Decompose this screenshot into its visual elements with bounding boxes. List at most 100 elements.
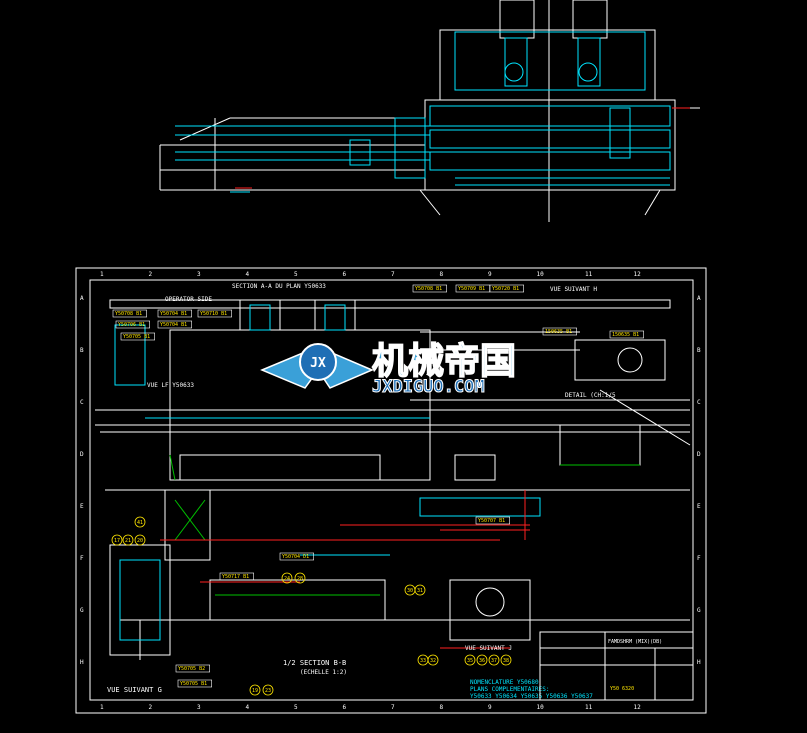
balloon-number: 19 bbox=[252, 688, 258, 694]
sheet-main-assembly bbox=[95, 299, 691, 660]
sheet-row-letter: G bbox=[697, 607, 701, 614]
sheet-row-letter: H bbox=[80, 659, 84, 666]
plans-complementaires-note: PLANS COMPLEMENTAIRES: bbox=[470, 686, 549, 693]
part-tag-box bbox=[489, 284, 525, 293]
balloon-number: 23 bbox=[265, 688, 271, 694]
part-tag: Y50717 B1 bbox=[222, 574, 249, 580]
sheet-col-number: 6 bbox=[343, 704, 347, 711]
vue-suivant-g-label: VUE SUIVANT G bbox=[107, 686, 162, 694]
balloon-number: 38 bbox=[503, 658, 509, 664]
part-tag: Y50708 B1 bbox=[115, 311, 142, 317]
sheet-col-number: 11 bbox=[585, 704, 593, 711]
nomenclature-note: NOMENCLATURE Y50680 bbox=[470, 679, 539, 686]
part-tag: Y50707 B1 bbox=[478, 518, 505, 524]
sheet-row-letter: A bbox=[697, 295, 701, 302]
sheet-col-number: 9 bbox=[488, 704, 492, 711]
sheet-col-number: 5 bbox=[294, 704, 298, 711]
sheet-row-letter: D bbox=[80, 451, 84, 458]
sheet-col-number: 10 bbox=[537, 271, 545, 278]
balloon-number: 37 bbox=[491, 658, 497, 664]
view-labels: SECTION A-A DU PLAN Y50633 OPERATOR SIDE… bbox=[107, 283, 616, 694]
part-tag-box bbox=[115, 320, 151, 329]
part-tag-box bbox=[197, 309, 233, 318]
balloon-number: 41 bbox=[137, 520, 143, 526]
part-tag: Y50710 B1 bbox=[200, 311, 227, 317]
balloon-circle bbox=[476, 654, 488, 666]
sheet-col-number: 1 bbox=[100, 704, 104, 711]
watermark-chinese: 机械帝国 bbox=[372, 341, 516, 382]
balloon-number: 17 bbox=[114, 538, 120, 544]
top-assembly-view bbox=[159, 0, 700, 222]
sheet-col-number: 7 bbox=[391, 704, 395, 711]
part-tag-box bbox=[475, 516, 511, 525]
balloon-circle bbox=[500, 654, 512, 666]
vue-lf-label: VUE LF Y50633 bbox=[147, 382, 194, 389]
part-tag: Y50705 B1 bbox=[123, 334, 150, 340]
part-tag: Y50705 B2 bbox=[178, 666, 205, 672]
section-aa-label: SECTION A-A DU PLAN Y50633 bbox=[232, 283, 326, 290]
balloon-number: 33 bbox=[420, 658, 426, 664]
section-bb-label: 1/2 SECTION B-B bbox=[283, 659, 346, 667]
sheet-col-number: 12 bbox=[634, 271, 642, 278]
sheet-col-number: 4 bbox=[246, 271, 250, 278]
sheet-row-letter: F bbox=[697, 555, 701, 562]
balloon-circle bbox=[111, 534, 123, 546]
part-tag: Y50704 D1 bbox=[282, 554, 309, 560]
sheet-row-letter: F bbox=[80, 555, 84, 562]
section-bb-scale: (ECHELLE 1:2) bbox=[300, 669, 347, 676]
operator-side-label: OPERATOR SIDE bbox=[165, 296, 212, 303]
watermark: JX 机械帝国 JXDIGUO.COM bbox=[260, 340, 517, 398]
sheet-row-letter: E bbox=[697, 503, 701, 510]
balloon-circle bbox=[262, 684, 274, 696]
sheet-col-number: 2 bbox=[149, 271, 153, 278]
part-tag-box bbox=[120, 332, 156, 341]
sheet-row-letter: B bbox=[80, 347, 84, 354]
plans-list-note: Y50633 Y50634 Y50635 Y50636 Y50637 bbox=[470, 693, 593, 700]
balloon-number: 24 bbox=[284, 576, 290, 582]
sheet-col-number: 1 bbox=[100, 271, 104, 278]
detail-label: DETAIL (CH:1/5 bbox=[565, 392, 616, 399]
balloon-circle bbox=[417, 654, 429, 666]
balloon-number: 21 bbox=[125, 538, 131, 544]
balloon-number: 20 bbox=[137, 538, 143, 544]
sheet-col-number: 8 bbox=[440, 704, 444, 711]
balloon-circle bbox=[414, 584, 426, 596]
sheet-row-letter: A bbox=[80, 295, 84, 302]
balloon-number: 32 bbox=[430, 658, 436, 664]
sheet-col-number: 7 bbox=[391, 271, 395, 278]
part-tag: Y50709 B1 bbox=[458, 286, 485, 292]
part-tag: Y50705 B1 bbox=[180, 681, 207, 687]
sheet-col-number: 12 bbox=[634, 704, 642, 711]
sheet-col-number: 5 bbox=[294, 271, 298, 278]
sheet-col-number: 2 bbox=[149, 704, 153, 711]
balloon-circle bbox=[281, 572, 293, 584]
balloon-circle bbox=[249, 684, 261, 696]
balloon-circle bbox=[464, 654, 476, 666]
title-block-title: FAMDSHRM (MIX)(DB) bbox=[608, 639, 662, 645]
balloon-circle bbox=[488, 654, 500, 666]
part-tag-box bbox=[177, 679, 213, 688]
sheet-row-letter: B bbox=[697, 347, 701, 354]
balloon-circle bbox=[294, 572, 306, 584]
part-tag-box bbox=[157, 309, 193, 318]
part-tag: Y50706 B1 bbox=[118, 322, 145, 328]
sheet-row-letter: C bbox=[697, 399, 701, 406]
part-tag: Y50704 B1 bbox=[160, 311, 187, 317]
balloon-circle bbox=[122, 534, 134, 546]
balloon-circle bbox=[134, 534, 146, 546]
part-tag-box bbox=[609, 330, 645, 339]
part-reference-tags: Y50708 B1 Y50704 B1 Y50710 B1 Y50706 B1 Y507… bbox=[112, 284, 645, 688]
sheet-col-number: 3 bbox=[197, 271, 201, 278]
sheet-col-number: 8 bbox=[440, 271, 444, 278]
sheet-row-letter: H bbox=[697, 659, 701, 666]
balloon-number: 35 bbox=[467, 658, 473, 664]
vue-suivant-h-label: VUE SUIVANT H bbox=[550, 286, 597, 293]
watermark-logo-icon: JX bbox=[260, 343, 374, 389]
part-tag-box bbox=[219, 572, 255, 581]
balloon-circle bbox=[134, 516, 146, 528]
